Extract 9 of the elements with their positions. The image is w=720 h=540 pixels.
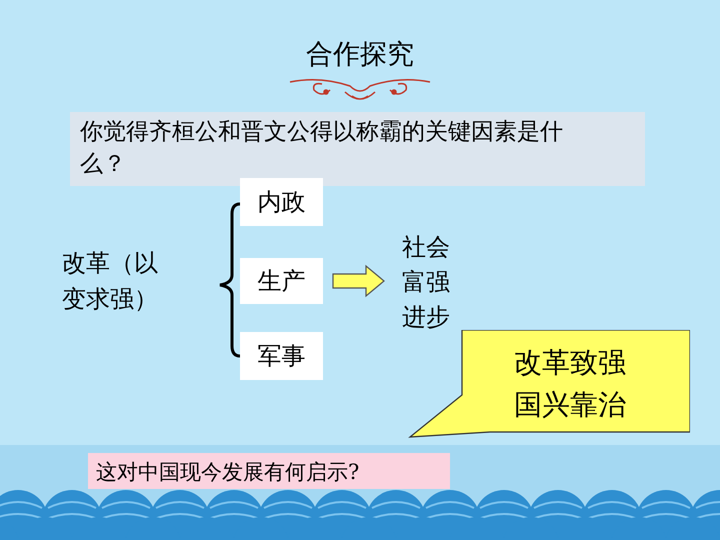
label-text: 改革（以变求强） (62, 245, 164, 317)
title: 合作探究 (305, 38, 415, 72)
question-box: 你觉得齐桓公和晋文公得以称霸的关键因素是什么？ (70, 112, 645, 186)
topic-box: 内政 (240, 178, 323, 226)
result-text: 社会富强进步 (402, 230, 454, 336)
topic-box: 生产 (240, 258, 323, 304)
topic-box: 军事 (240, 332, 323, 380)
block-arrow (332, 264, 385, 298)
question-box: 这对中国现今发展有何启示? (88, 453, 450, 489)
